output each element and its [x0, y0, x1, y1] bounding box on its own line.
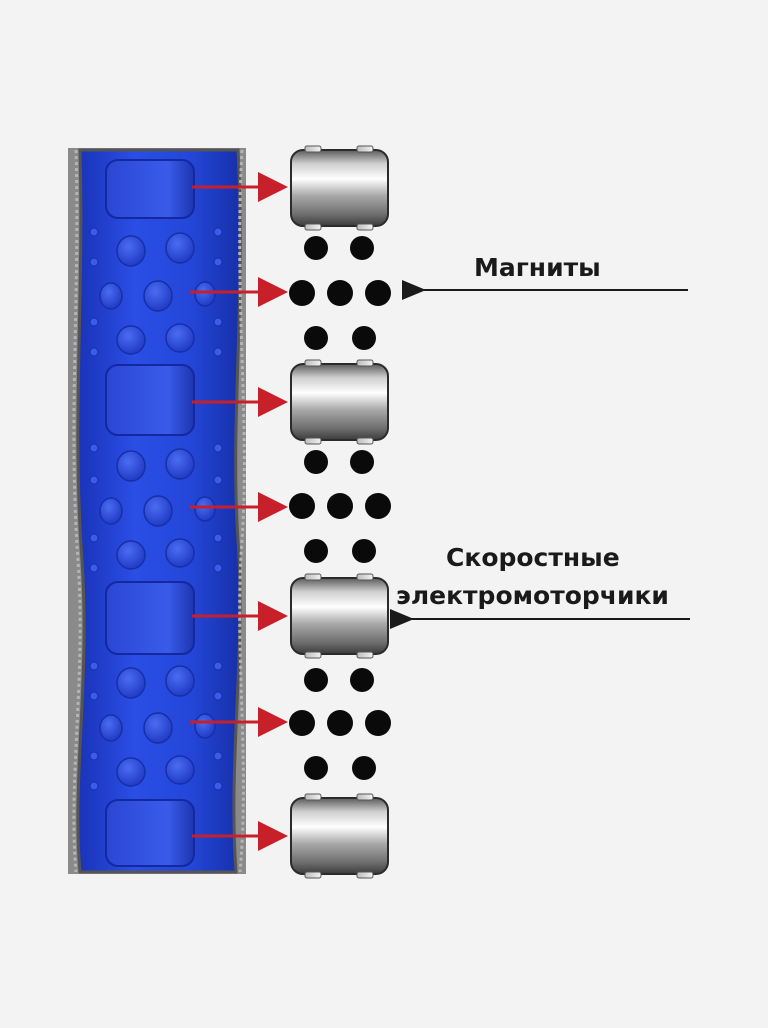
magnet-dot-icon — [327, 280, 353, 306]
motors — [290, 145, 389, 879]
magnet-dot-icon — [365, 280, 391, 306]
magnet-group — [289, 236, 391, 350]
magnet-dot-icon — [304, 756, 328, 780]
magnet-dot-icon — [304, 326, 328, 350]
magnet-group — [289, 450, 391, 563]
belt-bumps — [99, 232, 216, 787]
magnet-dot-icon — [289, 493, 315, 519]
magnet-dot-icon — [289, 710, 315, 736]
motors-label-line1: Скоростные — [446, 543, 620, 572]
magnet-dot-icon — [289, 280, 315, 306]
magnet-dot-icon — [327, 493, 353, 519]
magnet-group — [289, 668, 391, 780]
magnet-dot-icon — [304, 668, 328, 692]
belt-small-dots — [89, 227, 223, 791]
magnet-dot-icon — [352, 326, 376, 350]
belt-pads — [105, 159, 195, 867]
magnet-dot-icon — [350, 236, 374, 260]
red-arrows — [190, 172, 288, 851]
magnet-dot-icon — [350, 450, 374, 474]
motors-label-line2: электромоторчики — [396, 581, 669, 610]
magnets — [289, 236, 391, 780]
magnet-dot-icon — [365, 493, 391, 519]
magnet-dot-icon — [327, 710, 353, 736]
magnet-dot-icon — [350, 668, 374, 692]
cylinder-motor-icon — [290, 573, 389, 659]
cylinder-motor-icon — [290, 145, 389, 231]
cylinder-motor-icon — [290, 793, 389, 879]
magnet-dot-icon — [352, 756, 376, 780]
magnet-dot-icon — [365, 710, 391, 736]
cylinder-motor-icon — [290, 359, 389, 445]
magnet-dot-icon — [304, 236, 328, 260]
magnet-dot-icon — [304, 450, 328, 474]
magnet-dot-icon — [352, 539, 376, 563]
pointer-arrows — [390, 280, 690, 629]
magnet-dot-icon — [304, 539, 328, 563]
magnets-label: Магниты — [474, 253, 601, 282]
